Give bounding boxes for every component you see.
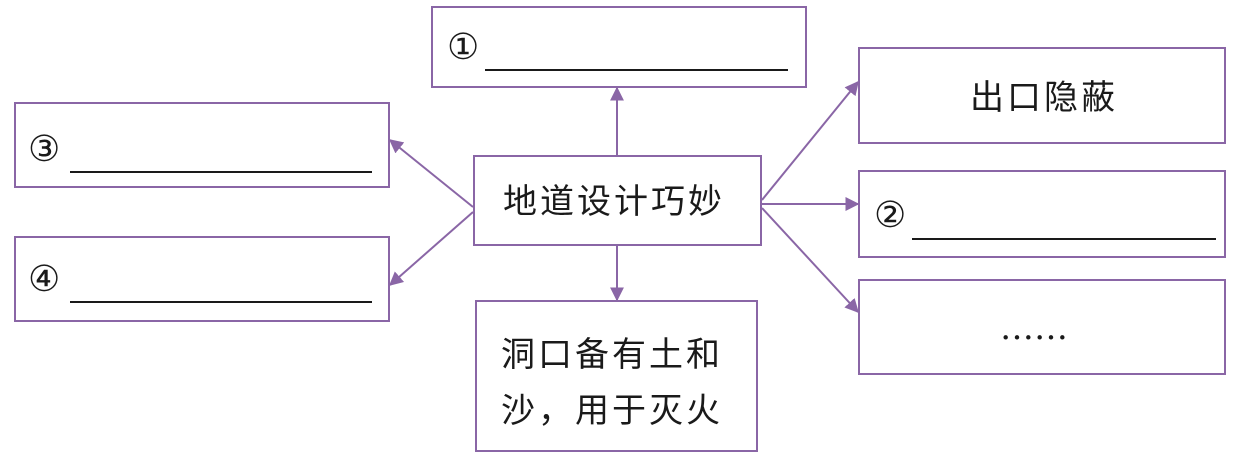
top-box-blank-line bbox=[485, 69, 788, 71]
arrow-to-left-bottom-box bbox=[388, 211, 474, 286]
top-box-number: ① bbox=[447, 27, 480, 68]
right-mid-box-number: ② bbox=[874, 195, 907, 236]
arrow-to-left-top-box bbox=[388, 139, 474, 208]
center-box: 地道设计巧妙 bbox=[473, 155, 762, 246]
right-top-box-label: 出口隐蔽 bbox=[970, 78, 1118, 118]
arrow-to-right-top-box bbox=[761, 80, 859, 201]
left-bottom-box-number: ④ bbox=[28, 259, 61, 300]
left-bottom-box: ④ bbox=[14, 236, 390, 322]
left-top-box-number: ③ bbox=[28, 129, 61, 170]
arrow-to-right-bottom-box bbox=[761, 207, 859, 314]
center-label: 地道设计巧妙 bbox=[503, 182, 725, 222]
bottom-box-line-2: 沙，用于灭火 bbox=[501, 391, 723, 431]
right-bottom-box-label: …… bbox=[1000, 308, 1068, 348]
right-mid-box-blank-line bbox=[912, 238, 1216, 240]
right-bottom-box: …… bbox=[858, 279, 1226, 375]
right-top-box: 出口隐蔽 bbox=[858, 47, 1226, 144]
bottom-box-line-1: 洞口备有土和 bbox=[501, 335, 723, 375]
right-mid-box: ② bbox=[858, 170, 1226, 258]
top-box: ① bbox=[431, 6, 807, 88]
left-bottom-box-blank-line bbox=[70, 301, 372, 303]
bottom-box: 洞口备有土和 沙，用于灭火 bbox=[475, 300, 758, 452]
left-top-box-blank-line bbox=[70, 171, 372, 173]
left-top-box: ③ bbox=[14, 102, 390, 188]
